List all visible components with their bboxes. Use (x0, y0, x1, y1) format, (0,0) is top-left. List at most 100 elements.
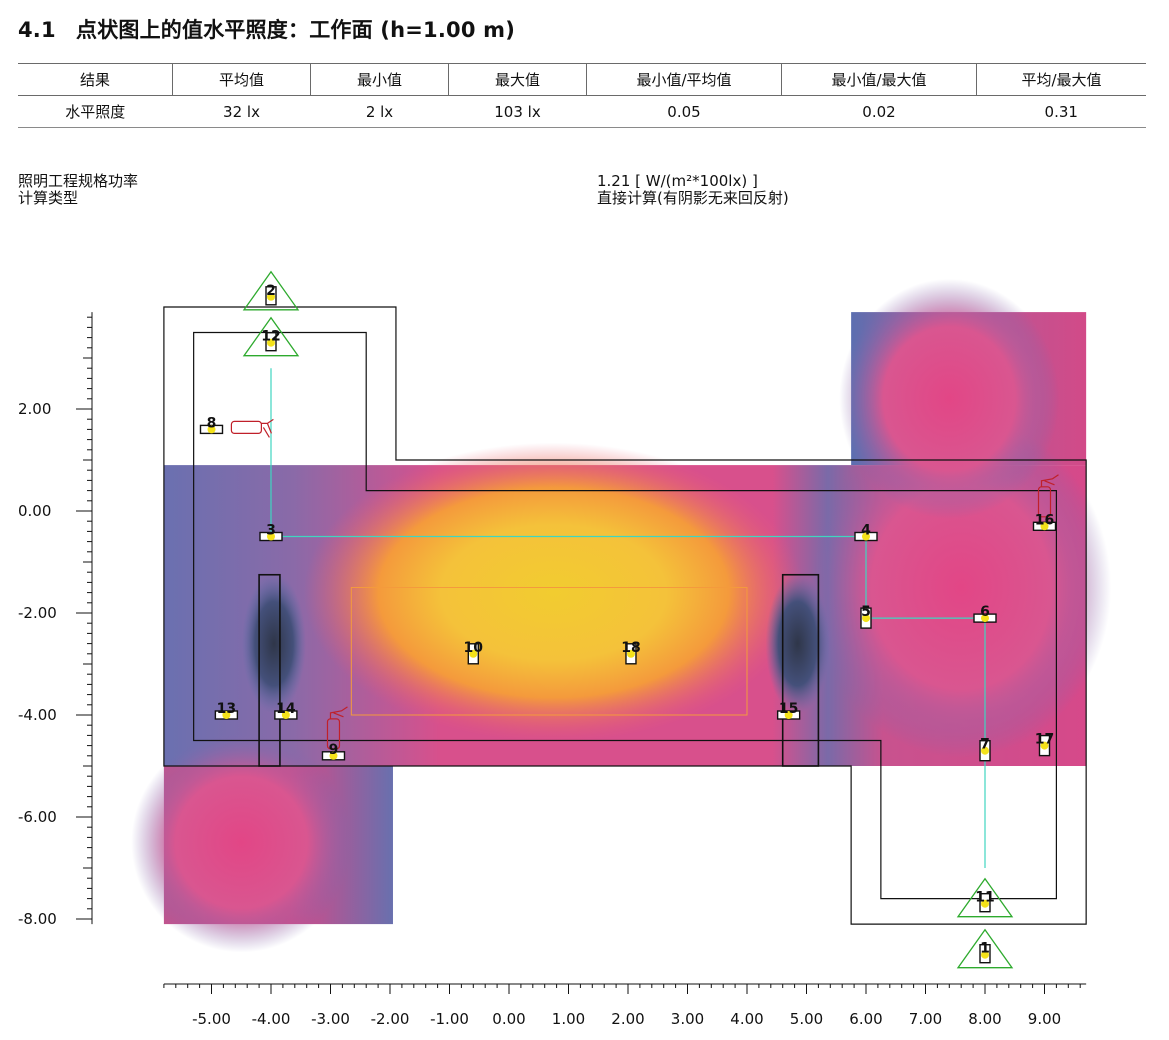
left-column (258, 573, 281, 767)
y-axis-label: 0.00 (18, 502, 51, 520)
luminaire-15: 15 (776, 701, 801, 720)
luminaire-dot (469, 649, 478, 658)
luminaire-12: 12 (242, 316, 300, 357)
pink-glow-upper (839, 278, 1060, 519)
luminaire-label: 10 (464, 640, 484, 656)
x-axis-label: 0.00 (492, 1010, 525, 1028)
power-value: 1.21 [ W/(m²*100lx) ] (597, 172, 758, 190)
luminaire-dot (267, 292, 275, 301)
luminaire-label: 14 (276, 701, 296, 717)
x-axis-label: 7.00 (909, 1010, 942, 1028)
luminaire-13: 13 (214, 701, 239, 720)
cell-average: 32 lx (172, 95, 311, 128)
cell-max: 103 lx (448, 95, 587, 128)
luminaire-triangle (956, 877, 1014, 918)
inner-wall (193, 331, 1058, 900)
x-axis-label: 4.00 (730, 1010, 763, 1028)
x-axis-label: -3.00 (311, 1010, 350, 1028)
luminaire-label: 1 (980, 941, 990, 957)
room-walls (163, 306, 1087, 925)
luminaire-4: 4 (854, 523, 878, 542)
y-axis-label: -8.00 (18, 910, 57, 928)
summary-header-row: 结果 平均值 最小值 最大值 最小值/平均值 最小值/最大值 平均/最大值 (18, 63, 1146, 96)
col-average: 平均值 (172, 63, 311, 96)
col-min-avg: 最小值/平均值 (586, 63, 782, 96)
info-values: 1.21 [ W/(m²*100lx) ] 直接计算(有阴影无来回反射) (597, 173, 789, 207)
luminaire-18: 18 (621, 640, 641, 665)
luminaire-dot (981, 950, 989, 959)
luminaire-dot (222, 711, 231, 719)
luminaire-6: 6 (973, 604, 997, 623)
luminaire-3: 3 (259, 523, 283, 542)
calc-type-label: 计算类型 (18, 189, 79, 207)
illuminance-heatmap (131, 278, 1112, 953)
x-axis-label: 2.00 (611, 1010, 644, 1028)
luminaire-label: 2 (266, 283, 276, 299)
luminaire-label: 17 (1035, 732, 1054, 748)
x-axis-label: 9.00 (1028, 1010, 1061, 1028)
pink-glow-lowleft (131, 732, 352, 953)
luminaire-label: 9 (329, 742, 339, 758)
luminaire-7: 7 (979, 737, 991, 762)
luminaire-label: 12 (261, 329, 280, 345)
luminaire-triangle (242, 316, 300, 357)
x-axis-label: -4.00 (252, 1010, 291, 1028)
col-min: 最小值 (310, 63, 449, 96)
luminaire-dot (267, 338, 275, 347)
section-number: 4.1 (18, 18, 56, 42)
task-area-outline (350, 587, 748, 716)
luminaire-label: 4 (861, 523, 871, 539)
luminaire-dot (207, 425, 216, 434)
fire-extinguisher-icon (326, 706, 348, 750)
calc-type-value: 直接计算(有阴影无来回反射) (597, 189, 789, 207)
y-axis-label: -4.00 (18, 706, 57, 724)
x-axis-label: -2.00 (371, 1010, 410, 1028)
luminaire-10: 10 (464, 640, 484, 665)
luminaire-triangle (956, 928, 1014, 969)
luminaire-14: 14 (274, 701, 298, 720)
x-axis-label: 8.00 (968, 1010, 1001, 1028)
luminaire-dot (329, 751, 338, 760)
luminaire-17: 17 (1035, 732, 1054, 757)
luminaire-5: 5 (860, 604, 872, 629)
luminaire-label: 16 (1035, 512, 1054, 528)
luminaire-dot (981, 746, 989, 755)
wiring-lines (230, 368, 1059, 868)
x-axis-label: -1.00 (430, 1010, 469, 1028)
luminaire-label: 6 (980, 604, 990, 620)
col-min-max: 最小值/最大值 (781, 63, 977, 96)
luminaire-8: 8 (199, 415, 224, 435)
fire-extinguisher-icon (1037, 474, 1059, 518)
x-axis-label: 6.00 (849, 1010, 882, 1028)
luminaire-label: 15 (779, 701, 798, 717)
luminaire-dot (1040, 741, 1049, 750)
luminaire-dot (267, 532, 275, 541)
cell-min-avg: 0.05 (586, 95, 782, 128)
cell-min: 2 lx (310, 95, 449, 128)
col-avg-max: 平均/最大值 (976, 63, 1146, 96)
luminaire-label: 8 (207, 415, 217, 431)
y-axis-label: 2.00 (18, 400, 51, 418)
x-axis-label: 5.00 (790, 1010, 823, 1028)
luminaire-1: 1 (956, 928, 1014, 969)
outer-wall (163, 306, 1087, 925)
luminaire-triangle (242, 270, 300, 311)
luminaire-dot (626, 649, 635, 658)
shadow-right-column (765, 573, 830, 714)
luminaire-dot (981, 614, 989, 623)
pink-glow-right (811, 417, 1112, 758)
luminaire-dot (784, 711, 793, 719)
cell-min-max: 0.02 (781, 95, 977, 128)
luminaire-2: 2 (242, 270, 300, 311)
x-axis-label: 3.00 (671, 1010, 704, 1028)
info-labels: 照明工程规格功率 计算类型 (18, 173, 138, 207)
luminaire-dot (862, 532, 870, 541)
fire-extinguisher-icon (230, 418, 274, 438)
luminaire-label: 5 (861, 604, 871, 620)
wiring-path (270, 368, 986, 868)
x-axis-label: -5.00 (192, 1010, 231, 1028)
luminaire-label: 18 (621, 640, 640, 656)
